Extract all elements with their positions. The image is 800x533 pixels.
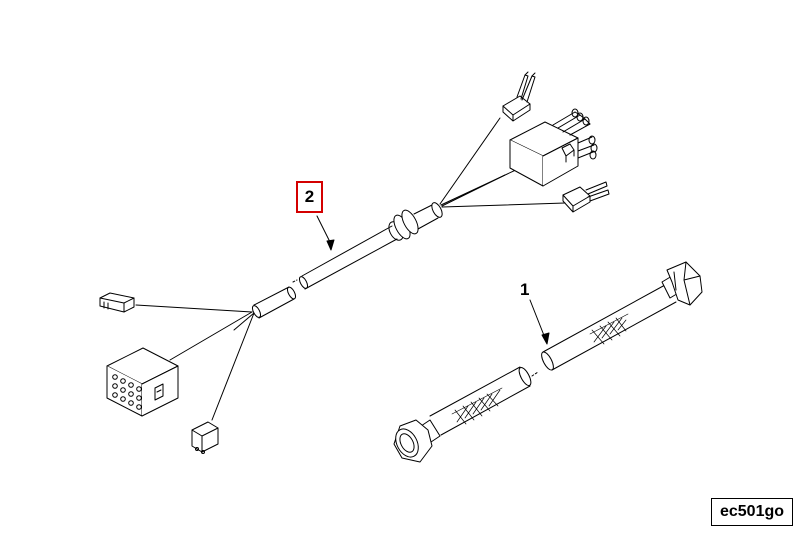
harness-sheath-upper bbox=[298, 225, 398, 290]
hose-upper-nut bbox=[661, 261, 703, 306]
pin-holes bbox=[112, 374, 142, 410]
harness-sheath-lower bbox=[251, 286, 297, 319]
lower-block-connector bbox=[106, 347, 179, 417]
braid-pattern-upper bbox=[589, 313, 629, 345]
callout-part-1[interactable]: 1 bbox=[520, 280, 530, 299]
wire-harness bbox=[99, 71, 610, 454]
braided-hose bbox=[393, 261, 703, 463]
bottom-small-connector bbox=[191, 421, 219, 454]
harness-grommet bbox=[388, 202, 443, 241]
right-2pin-connector bbox=[562, 181, 610, 213]
upper-breakout-wires bbox=[439, 117, 566, 208]
upper-block-connector bbox=[509, 108, 598, 187]
hose-lower-nut bbox=[393, 419, 441, 463]
sheath-break-mark bbox=[292, 279, 298, 283]
leader-arrow-part-1 bbox=[529, 299, 550, 345]
hose-lower-section bbox=[429, 366, 532, 436]
braid-pattern-lower bbox=[451, 387, 503, 425]
leader-arrow-part-2 bbox=[316, 215, 335, 251]
lower-breakout-wires bbox=[135, 304, 255, 421]
upper-2pin-connector bbox=[502, 71, 536, 122]
hose-upper-section bbox=[541, 284, 677, 371]
hose-break-mark bbox=[531, 371, 539, 377]
left-small-connector bbox=[99, 292, 135, 313]
callout-part-2[interactable]: 2 bbox=[296, 181, 323, 213]
reference-code-label: ec501go bbox=[711, 498, 793, 526]
